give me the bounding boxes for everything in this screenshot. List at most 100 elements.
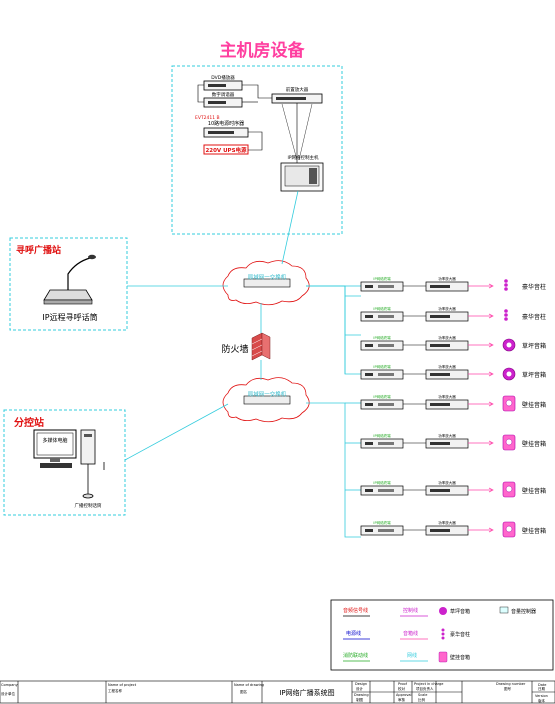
ip-terminal: IP网络终端 [360, 335, 404, 351]
amp-label: 功率放大器 [438, 335, 456, 340]
speaker-label: 壁挂音箱 [522, 440, 546, 448]
ip-terminal: IP网络终端 [360, 394, 404, 410]
power-amplifier: 功率放大器 [425, 394, 469, 410]
terminal-label: IP网络终端 [373, 480, 391, 485]
tb-scale-en: Scale [418, 693, 427, 697]
speaker-label: 壁挂音箱 [522, 401, 546, 409]
legend-power-line: 电源线 [346, 630, 361, 637]
amp-label: 功率放大器 [438, 276, 456, 281]
firewall: 防火墙 [221, 332, 271, 361]
tb-design-cn: 设计 [356, 686, 364, 691]
speaker-label: 草坪音箱 [522, 371, 546, 379]
dvd-player: DVD播放器 [203, 74, 243, 91]
switch-cloud-bottom: 局域网一交换机 [222, 377, 310, 423]
control-mic-label: 广播控制话筒 [75, 502, 102, 509]
tb-version-cn: 版本 [538, 698, 546, 703]
tb-scale-cn: 比例 [418, 697, 426, 702]
terminal-label: IP网络终端 [373, 335, 391, 340]
speaker-arrow [488, 371, 494, 377]
tb-design-en: Design [355, 682, 367, 686]
main-room-title: 主机房设备 [220, 40, 306, 61]
ip-terminal: IP网络终端 [360, 364, 404, 380]
tb-pic-en: Project in charge [414, 682, 443, 686]
legend-control-line: 控制线 [403, 607, 418, 614]
tb-pic-cn: 项目负责人 [416, 686, 434, 691]
dvd-label: DVD播放器 [211, 74, 235, 81]
multimedia-pc: 多媒体电脑 [33, 429, 96, 468]
ip-terminal: IP网络终端 [360, 276, 404, 292]
wall-speaker-icon [502, 481, 516, 498]
tb-drawing-cn: 图名 [240, 689, 247, 694]
legend-wall: 壁挂音箱 [450, 654, 470, 661]
control-station-title: 分控站 [14, 416, 44, 429]
zone-rows: IP网络终端功率放大器豪华音柱IP网络终端功率放大器豪华音柱IP网络终端功率放大… [360, 276, 546, 538]
tb-drawn-en: Drawing [354, 693, 369, 697]
wall-speaker-icon [502, 395, 516, 412]
tb-project-en: Name of project [108, 683, 137, 687]
digital-tuner: 数字调谐器 [203, 91, 243, 108]
column-speaker-icon [504, 309, 508, 321]
switch-cloud-top: 局域网一交换机 [222, 260, 310, 306]
legend-fire-line: 消防联动线 [343, 652, 368, 659]
tb-drawing-en: Name of drawing [234, 683, 264, 687]
wall-speaker-icon [502, 434, 516, 451]
speaker-label: 草坪音箱 [522, 342, 546, 350]
speaker-arrow [488, 487, 494, 493]
legend-wall-icon [438, 651, 448, 663]
amp-label: 功率放大器 [438, 306, 456, 311]
legend-speaker-line: 音箱线 [403, 630, 418, 637]
tb-date-cn: 日期 [538, 686, 546, 691]
tb-company-cn: 设计单位 [1, 691, 15, 696]
speaker-label: 豪华音柱 [522, 313, 546, 321]
speaker-arrow [488, 342, 494, 348]
terminal-label: IP网络终端 [373, 306, 391, 311]
power-amplifier: 功率放大器 [425, 306, 469, 322]
paging-station-frame [9, 237, 128, 331]
timer-label: 10路电源时序器 [208, 120, 244, 127]
speaker-label: 豪华音柱 [522, 283, 546, 291]
switch-bottom-label: 局域网一交换机 [248, 390, 287, 398]
timer-model: EVT2411 B [195, 115, 220, 121]
tb-proof-cn: 校对 [398, 686, 406, 691]
amp-label: 功率放大器 [438, 520, 456, 525]
ip-terminal: IP网络终端 [360, 520, 404, 536]
paging-device-label: IP远程寻呼话筒 [42, 312, 97, 322]
zone-row: IP网络终端 功率放大器 草坪音箱 [360, 364, 546, 381]
ip-terminal: IP网络终端 [360, 433, 404, 449]
tb-dn-en: Drawing number [496, 682, 526, 686]
amp-label: 功率放大器 [438, 394, 456, 399]
firewall-label: 防火墙 [221, 343, 248, 355]
power-amplifier: 功率放大器 [425, 364, 469, 380]
control-station-frame [3, 409, 126, 516]
column-speaker-icon [504, 279, 508, 291]
terminal-label: IP网络终端 [373, 394, 391, 399]
speaker-label: 壁挂音箱 [522, 487, 546, 495]
speaker-arrow [488, 401, 494, 407]
network-lines [124, 190, 361, 538]
terminal-label: IP网络终端 [373, 276, 391, 281]
speaker-arrow [488, 313, 494, 319]
control-microphone [82, 462, 105, 499]
legend-volume: 音量控制器 [511, 608, 536, 615]
tb-approval-en: Approval [396, 693, 412, 697]
tb-approval-cn: 审核 [398, 697, 406, 702]
amp-label: 功率放大器 [438, 433, 456, 438]
tb-date-en: Date [538, 683, 546, 687]
power-amplifier: 功率放大器 [425, 433, 469, 449]
terminal-label: IP网络终端 [373, 520, 391, 525]
switch-top-label: 局域网一交换机 [248, 273, 287, 281]
pre-amplifier: 前置放大器 [271, 86, 323, 104]
main-room-frame [171, 65, 343, 235]
lawn-speaker-icon [502, 367, 516, 381]
power-amplifier: 功率放大器 [425, 335, 469, 351]
paging-microphone [43, 254, 96, 305]
pc-label: 多媒体电脑 [42, 437, 67, 444]
legend-volume-icon [499, 606, 509, 614]
tb-project-cn: 工程名称 [108, 688, 122, 693]
